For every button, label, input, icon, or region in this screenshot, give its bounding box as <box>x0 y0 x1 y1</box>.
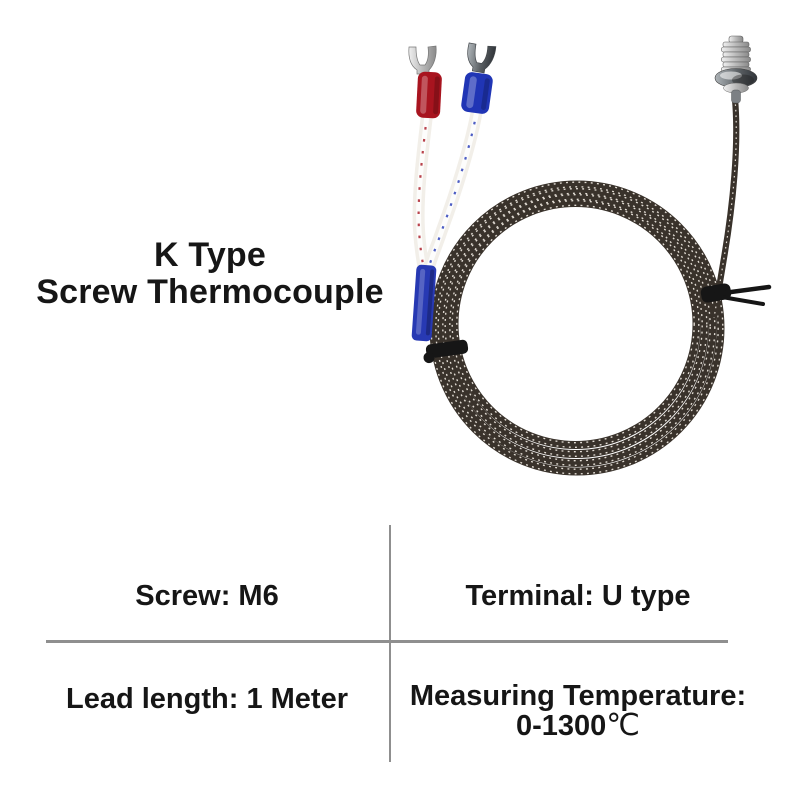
spec-temperature-unit: ℃ <box>606 709 640 742</box>
heat-shrink-sleeve <box>411 264 437 342</box>
spec-divider-vertical <box>389 525 391 762</box>
fork-terminal-red <box>408 45 442 119</box>
probe-neck <box>731 89 741 104</box>
fork-blade-icon <box>467 42 497 74</box>
fork-blade-icon <box>408 45 437 75</box>
spec-divider-horizontal <box>46 640 728 643</box>
lead-wire-left <box>412 109 433 276</box>
thermocouple-photo <box>408 35 772 476</box>
spec-temperature-range: 0-1300℃ <box>408 709 748 742</box>
fork-terminal-blue <box>461 42 497 114</box>
screw-threads <box>721 41 751 72</box>
blue-crimp-sleeve <box>461 72 493 114</box>
product-title-line1: K Type <box>153 236 267 274</box>
cable-tie-left <box>423 339 469 364</box>
product-title: K Type Screw Thermocouple <box>30 237 390 311</box>
product-title-line2: Screw Thermocouple <box>36 273 384 311</box>
screw-probe <box>714 35 758 104</box>
red-crimp-sleeve <box>416 71 442 119</box>
spec-terminal-type: Terminal: U type <box>465 580 691 612</box>
coiled-braided-cable <box>429 180 725 476</box>
spec-temperature-value: 0-1300 <box>515 710 607 742</box>
spec-lead-length: Lead length: 1 Meter <box>66 683 348 715</box>
spec-screw-size: Screw: M6 <box>135 580 279 612</box>
cable-tie-right <box>700 283 772 306</box>
spec-measuring-temperature: Measuring Temperature: 0-1300℃ <box>408 681 748 741</box>
spec-temperature-label: Measuring Temperature: <box>409 680 747 712</box>
lead-wire-right <box>422 104 483 276</box>
